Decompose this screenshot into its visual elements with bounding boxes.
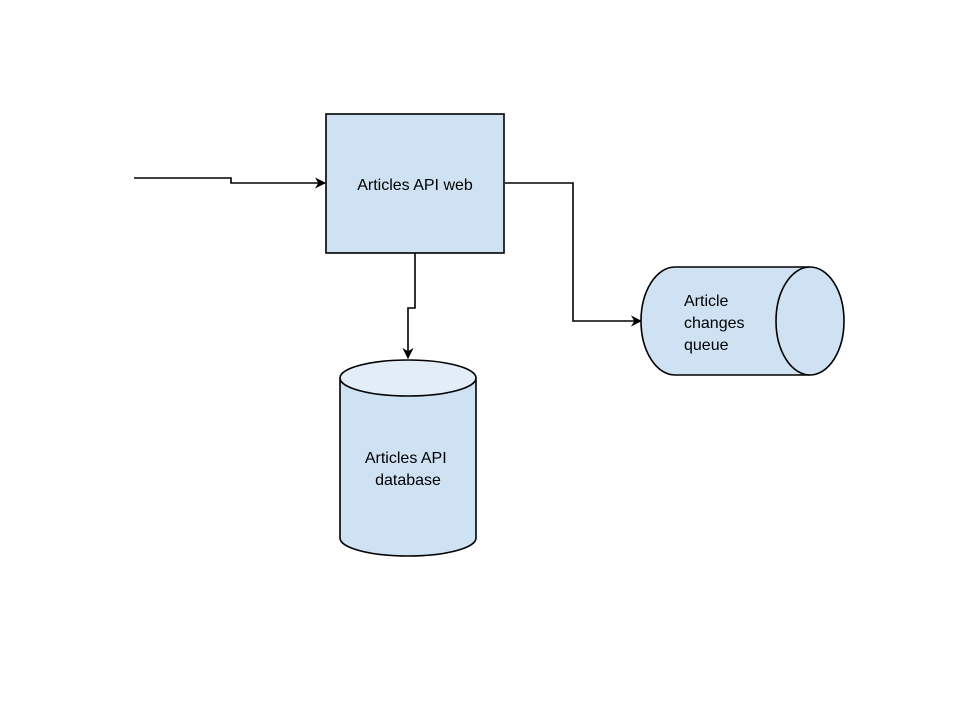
database-label-line-2: database	[375, 472, 441, 489]
queue-label-line-3: queue	[684, 337, 729, 354]
database-label: Articles API database	[365, 450, 451, 489]
node-article-changes-queue[interactable]: Article changes queue	[640, 266, 845, 376]
queue-label-line-1: Article	[684, 293, 729, 310]
edge-web-to-database[interactable]	[402, 253, 416, 360]
queue-label: Article changes queue	[684, 293, 749, 354]
web-box	[325, 113, 505, 254]
node-articles-api-web[interactable]: Articles API web	[325, 113, 505, 254]
database-cylinder-body	[339, 378, 477, 557]
queue-label-line-2: changes	[684, 315, 745, 332]
queue-cylinder-body	[640, 266, 810, 376]
database-label-line-1: Articles API	[365, 450, 447, 467]
edge-external-to-web[interactable]	[134, 177, 327, 189]
queue-cylinder-end	[775, 266, 845, 376]
web-label: Articles API web	[357, 177, 473, 194]
node-articles-api-database[interactable]: Articles API database	[339, 359, 477, 557]
database-cylinder-top	[339, 359, 477, 397]
edge-web-to-queue[interactable]	[505, 182, 643, 327]
